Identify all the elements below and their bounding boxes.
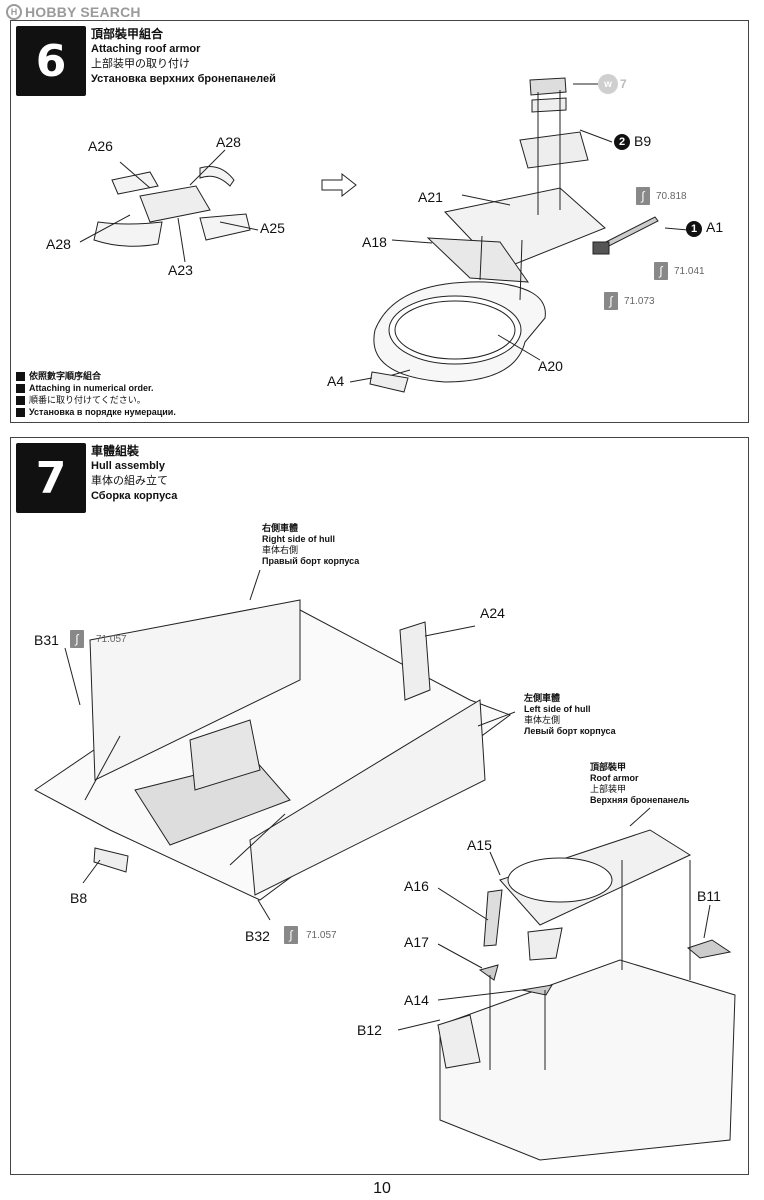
part-label-b8: B8 bbox=[70, 890, 88, 906]
part-label-b12: B12 bbox=[357, 1022, 382, 1038]
roof-on-hull-drawing bbox=[397, 807, 736, 1161]
paint-ref-71-057-bottom: 71.057 bbox=[306, 930, 337, 941]
left-side-hull-callout: 左側車體 Left side of hull 車体左側 Левый борт к… bbox=[524, 693, 616, 736]
part-label-b31: B31 bbox=[34, 632, 59, 648]
part-label-a26: A26 bbox=[88, 138, 113, 154]
step-7-titles: 車體組裝 Hull assembly 車体の組み立て Сборка корпус… bbox=[91, 444, 177, 504]
step-6-title-ru: Установка верхних бронепанелей bbox=[91, 73, 276, 85]
hobby-search-logo-icon: H bbox=[6, 4, 22, 20]
note-ja: 順番に取り付けてください。 bbox=[29, 395, 146, 405]
paint-ref-71-057-top: 71.057 bbox=[96, 634, 127, 645]
right-side-hull-callout: 右側車體 Right side of hull 車体右側 Правый борт… bbox=[262, 523, 360, 566]
paint-brush-icon: ∫ bbox=[604, 292, 618, 310]
roof-armor-exploded-drawing bbox=[349, 77, 689, 393]
paint-brush-icon: ∫ bbox=[654, 262, 668, 280]
flag-icon bbox=[16, 395, 25, 405]
part-label-a21: A21 bbox=[418, 189, 443, 205]
numerical-order-notes: 依照數字順序組合 Attaching in numerical order. 順… bbox=[16, 370, 176, 418]
note-zh: 依照數字順序組合 bbox=[29, 371, 102, 381]
part-label-b11: B11 bbox=[697, 888, 721, 904]
step-7-title-en: Hull assembly bbox=[91, 460, 165, 472]
step-6-title-en: Attaching roof armor bbox=[91, 43, 201, 55]
flag-icon bbox=[16, 383, 25, 393]
part-label-a18: A18 bbox=[362, 234, 387, 250]
watermark-text: HOBBY SEARCH bbox=[25, 4, 141, 20]
part-label-a16: A16 bbox=[404, 878, 429, 894]
paint-ref-71-041: 71.041 bbox=[674, 266, 705, 277]
part-label-a28-top: A28 bbox=[216, 134, 241, 150]
step-number-2-icon: 2 bbox=[614, 134, 630, 150]
part-label-a20: A20 bbox=[538, 358, 563, 374]
part-label-a17: A17 bbox=[404, 934, 429, 950]
step-6-number-badge: 6 bbox=[16, 26, 86, 96]
part-label-a24: A24 bbox=[480, 605, 505, 621]
step-7-title-zh: 車體組裝 bbox=[91, 444, 140, 458]
part-label-b9: B9 bbox=[634, 133, 652, 149]
part-label-a23: A23 bbox=[168, 262, 193, 278]
page-number: 10 bbox=[373, 1180, 391, 1197]
roof-armor-callout: 頂部裝甲 Roof armor 上部装甲 Верхняя бронепанель bbox=[590, 762, 690, 805]
step-7-number-badge: 7 bbox=[16, 443, 86, 513]
step-number-1-icon: 1 bbox=[686, 221, 702, 237]
w7-sprue-number: 7 bbox=[620, 77, 627, 91]
step-6-title-ja: 上部装甲の取り付け bbox=[91, 58, 190, 70]
small-hatch-subassembly-drawing bbox=[79, 149, 259, 263]
note-ru: Установка в порядке нумерации. bbox=[29, 407, 176, 417]
paint-brush-icon: ∫ bbox=[636, 187, 650, 205]
step-7-title-ru: Сборка корпуса bbox=[91, 490, 178, 502]
part-label-b32: B32 bbox=[245, 928, 270, 944]
part-label-a28-left: A28 bbox=[46, 236, 71, 252]
w7-sprue-icon: w bbox=[598, 74, 618, 94]
step-6-titles: 頂部裝甲組合 Attaching roof armor 上部装甲の取り付け Ус… bbox=[91, 27, 276, 87]
paint-brush-icon: ∫ bbox=[70, 630, 84, 648]
step-6-title-zh: 頂部裝甲組合 bbox=[91, 27, 164, 41]
hull-floor-drawing bbox=[34, 569, 516, 921]
part-label-a15: A15 bbox=[467, 837, 492, 853]
part-label-a14: A14 bbox=[404, 992, 429, 1008]
paint-ref-71-073: 71.073 bbox=[624, 296, 655, 307]
part-label-a4: A4 bbox=[327, 373, 345, 389]
flag-icon bbox=[16, 407, 25, 417]
part-label-a1: A1 bbox=[706, 219, 724, 235]
watermark: H HOBBY SEARCH bbox=[6, 4, 141, 20]
paint-brush-icon: ∫ bbox=[284, 926, 298, 944]
right-arrow-icon bbox=[321, 172, 357, 198]
paint-ref-70-818: 70.818 bbox=[656, 191, 687, 202]
step-7-title-ja: 車体の組み立て bbox=[91, 475, 168, 487]
flag-icon bbox=[16, 371, 25, 381]
note-en: Attaching in numerical order. bbox=[29, 383, 154, 393]
part-label-a25: A25 bbox=[260, 220, 285, 236]
